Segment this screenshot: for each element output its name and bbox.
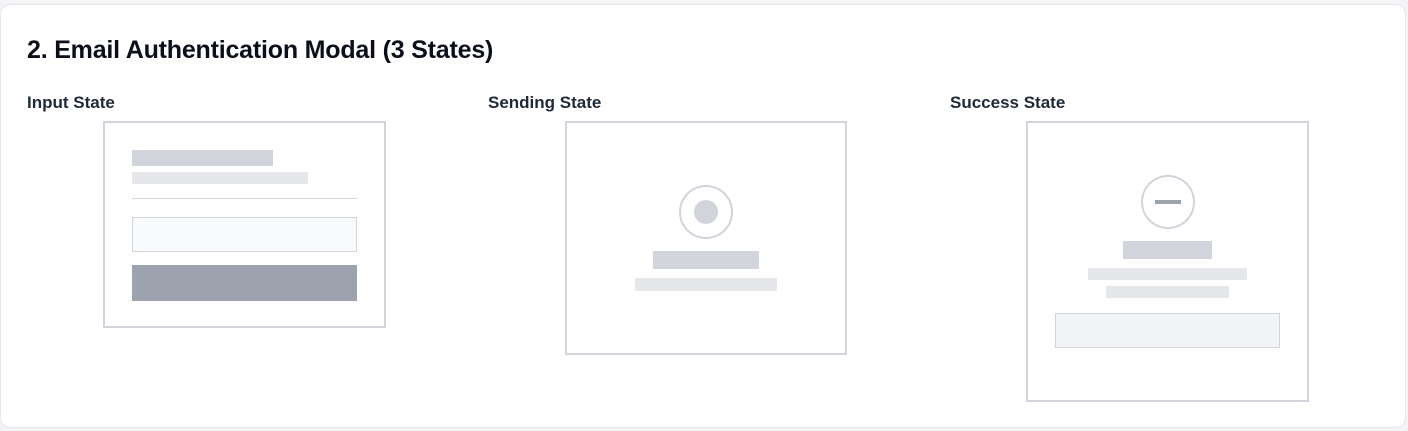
section-title: 2. Email Authentication Modal (3 States) xyxy=(27,36,494,64)
state-label-success: Success State xyxy=(950,93,1066,112)
input-state-wireframe xyxy=(103,121,386,328)
subtitle-placeholder xyxy=(132,172,308,184)
success-state-wireframe xyxy=(1026,121,1309,402)
success-line-2-placeholder xyxy=(1106,286,1229,298)
minus-circle-icon xyxy=(1141,175,1195,229)
sending-title-placeholder xyxy=(653,251,759,269)
spinner-dot-icon xyxy=(679,185,733,239)
title-placeholder xyxy=(132,150,273,166)
state-label-input: Input State xyxy=(27,93,115,112)
email-input-placeholder xyxy=(132,217,357,252)
submit-button-placeholder xyxy=(132,265,357,301)
modal-states-card: 2. Email Authentication Modal (3 States)… xyxy=(0,4,1406,428)
divider xyxy=(132,198,357,199)
state-label-sending: Sending State xyxy=(488,93,602,112)
close-button-placeholder xyxy=(1055,313,1280,348)
sending-subtitle-placeholder xyxy=(635,278,777,291)
success-title-placeholder xyxy=(1123,241,1212,259)
sending-state-wireframe xyxy=(565,121,847,355)
success-line-1-placeholder xyxy=(1088,268,1247,280)
